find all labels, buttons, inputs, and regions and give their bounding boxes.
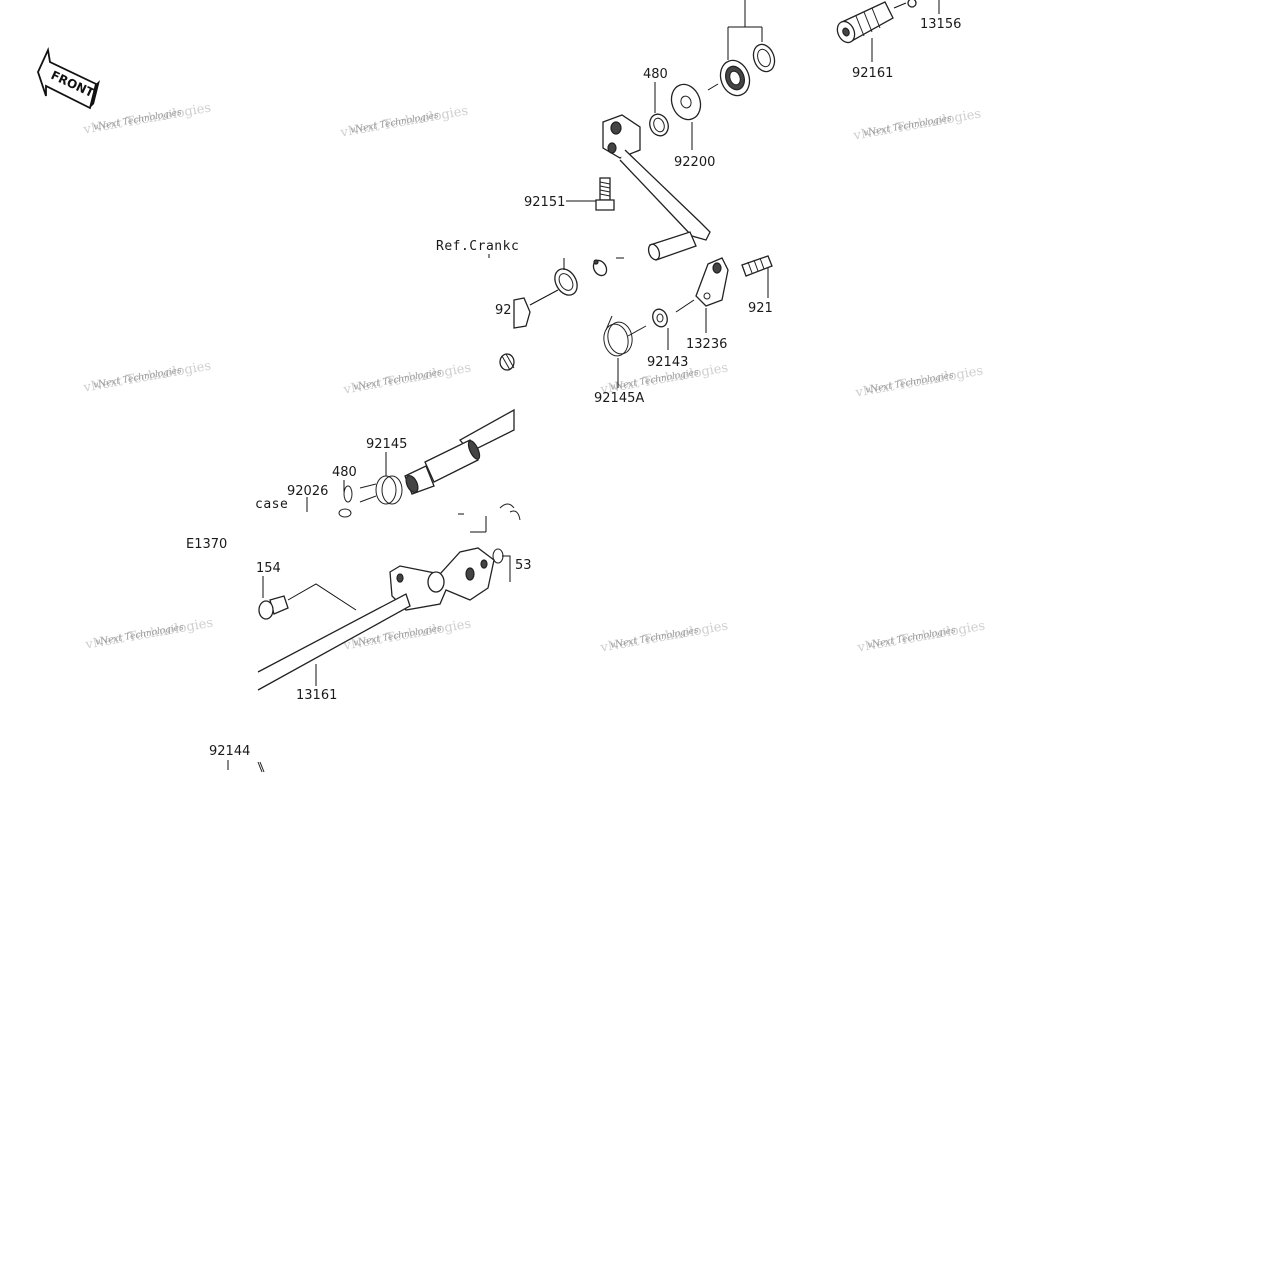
label-92151: 92151: [524, 195, 565, 210]
snap-ring-part: [592, 259, 608, 277]
watermark: vNext Technologies vNext Technologies: [81, 358, 212, 395]
shift-link-part: [695, 257, 729, 307]
label-92144: 92144: [209, 744, 250, 759]
washer-part: [670, 83, 702, 121]
label-92145A: 92145A: [594, 391, 644, 406]
circlip-part: [649, 113, 669, 137]
shift-shaft-part: [404, 408, 515, 495]
label-92026: 92026: [287, 484, 328, 499]
label-92200: 92200: [674, 155, 715, 170]
shift-arm-part: [389, 547, 495, 611]
pin-part: [257, 761, 265, 773]
spacer-part: [338, 508, 352, 518]
front-arrow-icon: FRONT: [37, 46, 100, 110]
bolt-part: [595, 177, 615, 211]
label-92-cut: 92: [495, 303, 512, 318]
label-92143: 92143: [647, 355, 688, 370]
label-e1370: E1370: [186, 537, 227, 552]
watermark: vNext Technologies vNext Technologies: [853, 363, 984, 400]
watermark: vNext Technologies vNext Technologies: [341, 360, 472, 397]
bushing-part: [513, 297, 531, 329]
shaft-part: [257, 593, 411, 691]
shift-pedal-part: [602, 114, 711, 261]
label-13236: 13236: [686, 337, 727, 352]
watermark-grid: vNext Technologies vNext Technologies vN…: [81, 100, 986, 655]
label-154-cut: 154: [256, 561, 281, 576]
watermark: vNext Technologies vNext Technologies: [83, 615, 214, 652]
clip-part: [499, 503, 521, 521]
needle-bearing-part: [752, 43, 776, 73]
threaded-pin-part: [741, 255, 773, 277]
label-13161: 13161: [296, 688, 337, 703]
watermark: vNext Technologies vNext Technologies: [81, 100, 212, 137]
label-92161: 92161: [852, 66, 893, 81]
label-13156: 13156: [920, 17, 961, 32]
collar-part: [652, 308, 668, 328]
ref-crankcase-top: Ref.Crankc: [436, 239, 519, 254]
label-53-cut: 53: [515, 558, 532, 573]
torsion-spring-part: [603, 315, 647, 357]
label-921-cut: 921: [748, 301, 773, 316]
set-screw-part: [499, 353, 515, 371]
watermark: vNext Technologies vNext Technologies: [851, 106, 982, 143]
o-ring-part: [554, 268, 578, 296]
oil-seal-part: [719, 59, 751, 97]
label-480-top: 480: [643, 67, 668, 82]
stopper-bolt-part: [258, 595, 289, 620]
return-spring-part: [359, 475, 403, 505]
shift-pedal-rubber-part: [836, 1, 894, 44]
ref-crankcase-bottom: case: [255, 497, 288, 512]
label-92145: 92145: [366, 437, 407, 452]
circlip-mid-part: [343, 485, 353, 503]
small-washer-part: [907, 0, 917, 8]
watermark: vNext Technologies vNext Technologies: [338, 103, 469, 140]
watermark: vNext Technologies vNext Technologies: [855, 618, 986, 655]
label-480-mid: 480: [332, 465, 357, 480]
small-ring-part: [492, 548, 504, 564]
watermark: vNext Technologies vNext Technologies: [598, 618, 729, 655]
